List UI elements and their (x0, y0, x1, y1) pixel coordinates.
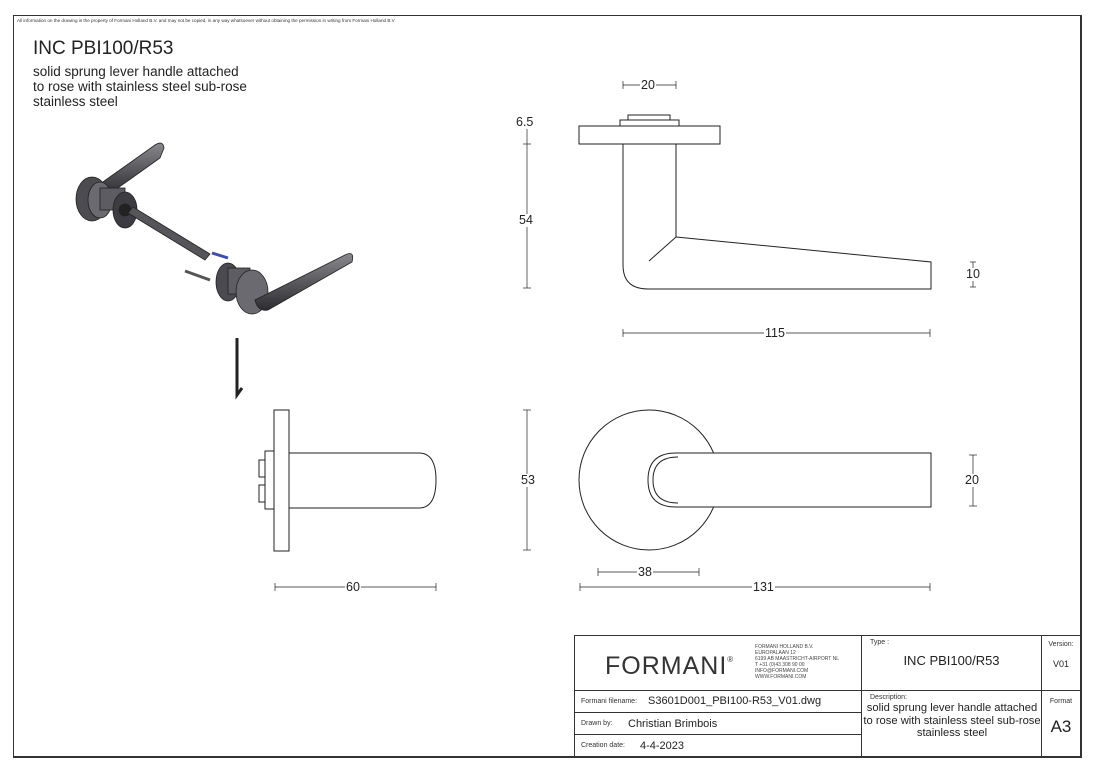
copyright-notice: All information on the drawing is the pr… (17, 18, 395, 23)
description-line: solid sprung lever handle attached (866, 702, 1038, 714)
dim-spindle-width: 20 (640, 78, 656, 92)
address-line: FORMANI HOLLAND B.V. (755, 644, 814, 650)
creation-date-label: Creation date: (581, 742, 625, 749)
description-line: to rose with stainless steel sub-rose (863, 714, 1041, 727)
type-cell: Type : INC PBI100/R53 (862, 636, 1042, 691)
filename-value: S3601D001_PBI100-R53_V01.dwg (648, 695, 822, 707)
title-block: FORMANI® FORMANI HOLLAND B.V. EUROPALAAN… (574, 635, 1082, 758)
address-line: T +31 (0)43 308 90 00 (755, 662, 805, 668)
format-cell: Format A3 (1042, 691, 1082, 758)
type-label: Type : (870, 639, 890, 646)
format-label: Format (1049, 698, 1073, 705)
address-line: EUROPALAAN 12 (755, 650, 796, 656)
drawn-by-value: Christian Brimbois (628, 718, 718, 730)
dim-projection: 60 (345, 580, 361, 594)
filename-cell: Formani filename: S3601D001_PBI100-R53_V… (575, 691, 862, 713)
version-cell: Version: V01 (1042, 636, 1082, 691)
dim-total-length: 131 (752, 580, 775, 594)
dim-height: 54 (518, 213, 534, 227)
front-view (523, 409, 977, 591)
creation-date-cell: Creation date: 4-4-2023 (575, 735, 862, 758)
subtitle-line: stainless steel (33, 94, 118, 109)
drawn-by-label: Drawn by: (581, 720, 613, 727)
filename-label: Formani filename: (581, 698, 638, 705)
drawing-subtitle: solid sprung lever handle attached to ro… (33, 64, 247, 109)
registered-mark: ® (727, 655, 735, 664)
dim-rose-thickness: 6.5 (515, 115, 535, 129)
drawn-by-cell: Drawn by: Christian Brimbois (575, 713, 862, 735)
format-value: A3 (1050, 717, 1072, 736)
logo-cell: FORMANI® FORMANI HOLLAND B.V. EUROPALAAN… (575, 636, 862, 691)
address-line: INFO@FORMANI.COM (755, 668, 809, 674)
address-line: 6199 AB MAASTRICHT-AIRPORT NL (755, 656, 840, 662)
logo-text: FORMANI (605, 652, 728, 680)
version-value: V01 (1052, 659, 1069, 669)
dim-lever-thickness: 10 (965, 267, 981, 281)
drawing-frame (13, 15, 1082, 758)
creation-date-value: 4-4-2023 (640, 740, 685, 752)
dim-lever-length: 115 (764, 326, 786, 340)
version-label: Version: (1048, 641, 1074, 648)
dim-rose-diameter: 53 (520, 473, 536, 487)
subtitle-line: to rose with stainless steel sub-rose (33, 79, 247, 94)
address-line: WWW.FORMANI.COM (755, 674, 807, 680)
dim-lever-width: 20 (964, 473, 980, 487)
drawing-title: INC PBI100/R53 (33, 38, 174, 59)
isometric-exploded-view (75, 142, 354, 400)
description-cell: Description: solid sprung lever handle a… (862, 691, 1042, 758)
dim-rose-offset: 38 (637, 565, 653, 579)
formani-logo: FORMANI® (605, 652, 734, 681)
subtitle-line: solid sprung lever handle attached (33, 64, 239, 79)
description-text: solid sprung lever handle attached to ro… (860, 702, 1044, 740)
company-address: FORMANI HOLLAND B.V. EUROPALAAN 12 6199 … (755, 644, 839, 680)
description-label: Description: (870, 694, 907, 701)
description-line: stainless steel (916, 727, 988, 739)
end-view (258, 409, 437, 591)
side-view (523, 81, 976, 337)
type-value: INC PBI100/R53 (903, 653, 1000, 668)
